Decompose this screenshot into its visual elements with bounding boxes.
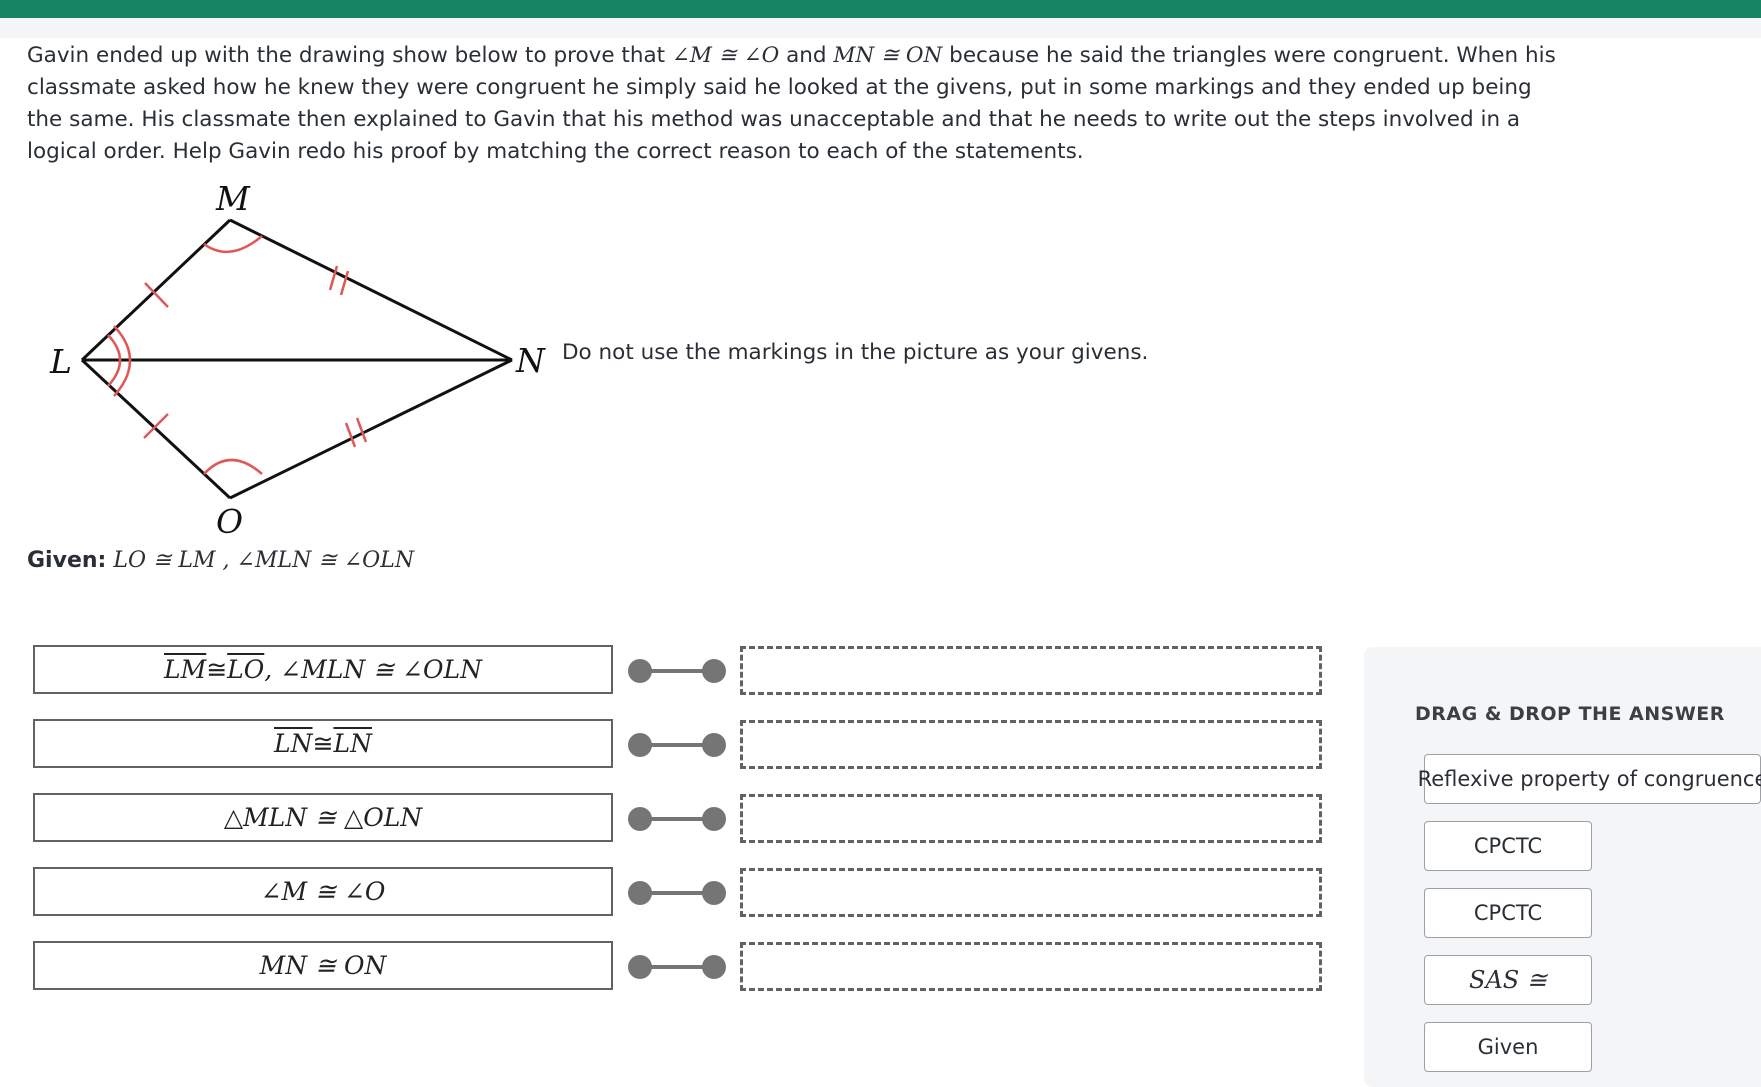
drop-zone-3[interactable] — [740, 794, 1322, 843]
statement-2-relation: ≅ — [312, 729, 334, 758]
statement-1-rest: , ∠MLN ≅ ∠OLN — [264, 655, 482, 684]
drop-zone-1[interactable] — [740, 646, 1322, 695]
top-bar-shadow — [0, 18, 1761, 38]
double-tick-MN-2 — [339, 270, 350, 296]
angle-arc-M — [203, 235, 263, 254]
statement-1-relation: ≅ — [206, 655, 228, 684]
tick-LO — [143, 413, 169, 439]
drop-zone-4[interactable] — [740, 868, 1322, 917]
connector-5-right-dot — [702, 955, 726, 979]
edge-LO — [80, 358, 232, 500]
prompt-math-segments: MN ≅ ON — [833, 43, 943, 68]
connector-3-right-dot — [702, 807, 726, 831]
connector-4-right-dot — [702, 881, 726, 905]
congruence-markings — [107, 235, 368, 475]
drop-zone-2[interactable] — [740, 720, 1322, 769]
vertex-label-N: N — [515, 341, 546, 380]
edge-LM — [80, 218, 232, 362]
statement-1-segment-a: LM — [164, 655, 207, 684]
question-prompt: Gavin ended up with the drawing show bel… — [27, 40, 1567, 168]
statement-4: ∠M ≅ ∠O — [33, 867, 613, 916]
connector-2-right-dot — [702, 733, 726, 757]
answer-panel-title: DRAG & DROP THE ANSWER — [1415, 703, 1725, 725]
connector-1-left-dot — [628, 659, 652, 683]
prompt-text-3: because he said the triangles were congr… — [27, 43, 1556, 164]
answer-chip-sas[interactable]: SAS ≅ — [1424, 955, 1592, 1005]
angle-arc-L-2 — [113, 325, 132, 397]
statement-2-segment-a: LN — [274, 729, 313, 758]
vertex-label-M: M — [215, 179, 251, 218]
statement-1-segment-b: LO — [227, 655, 265, 684]
connector-1 — [628, 659, 728, 683]
angle-arc-L-1 — [107, 334, 122, 387]
kite-edges — [80, 218, 513, 500]
vertex-label-L: L — [49, 342, 72, 381]
connector-1-right-dot — [702, 659, 726, 683]
drop-zone-5[interactable] — [740, 942, 1322, 991]
vertex-label-O: O — [216, 502, 243, 541]
connector-4-left-dot — [628, 881, 652, 905]
given-label: Given: — [27, 548, 107, 573]
statement-3: △MLN ≅ △OLN — [33, 793, 613, 842]
tick-LM — [144, 282, 169, 308]
kite-diagram: M L N O — [49, 179, 546, 541]
answer-chip-reflexive[interactable]: Reflexive property of congruence — [1418, 754, 1761, 804]
angle-arc-O — [203, 458, 263, 475]
connector-3 — [628, 807, 728, 831]
edge-ON — [229, 358, 513, 500]
given-text: LO ≅ LM , ∠MLN ≅ ∠OLN — [113, 548, 415, 573]
top-bar — [0, 0, 1761, 18]
prompt-text-2: and — [779, 43, 834, 68]
connector-2 — [628, 733, 728, 757]
connector-5-left-dot — [628, 955, 652, 979]
statement-5: MN ≅ ON — [33, 941, 613, 990]
double-tick-ON-2 — [355, 417, 368, 443]
double-tick-MN-1 — [328, 265, 339, 291]
prompt-text-1: Gavin ended up with the drawing show bel… — [27, 43, 672, 68]
statement-2: LN ≅ LN — [33, 719, 613, 768]
diagram-note: Do not use the markings in the picture a… — [562, 340, 1149, 365]
statement-1: LM ≅ LO, ∠MLN ≅ ∠OLN — [33, 645, 613, 694]
connector-3-left-dot — [628, 807, 652, 831]
connector-5 — [628, 955, 728, 979]
connector-2-left-dot — [628, 733, 652, 757]
edge-MN — [229, 218, 513, 362]
double-tick-ON-1 — [344, 422, 357, 448]
answer-chip-cpctc-1[interactable]: CPCTC — [1424, 821, 1592, 871]
answer-chip-given[interactable]: Given — [1424, 1022, 1592, 1072]
statement-2-segment-b: LN — [333, 729, 372, 758]
given-line: Given: LO ≅ LM , ∠MLN ≅ ∠OLN — [27, 548, 414, 573]
connector-4 — [628, 881, 728, 905]
answer-chip-cpctc-2[interactable]: CPCTC — [1424, 888, 1592, 938]
prompt-math-angles: ∠M ≅ ∠O — [671, 43, 780, 68]
